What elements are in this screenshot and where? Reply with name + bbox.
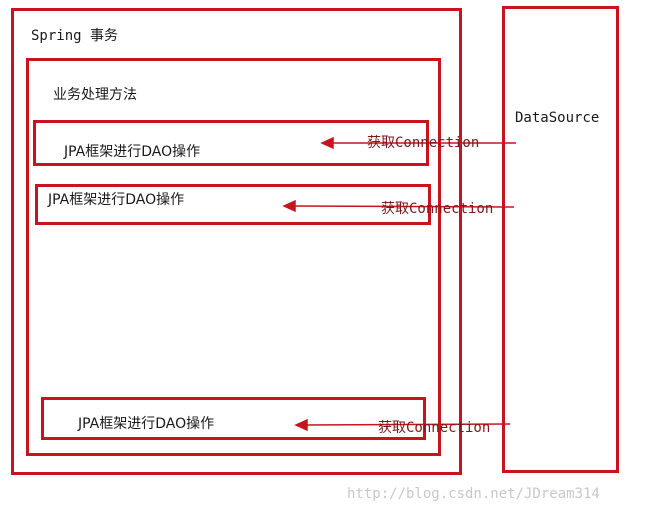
- spring-transaction-title: Spring 事务: [31, 28, 119, 44]
- business-method-box: [26, 58, 441, 456]
- jpa-operation-box-3: [41, 397, 426, 440]
- watermark-text: http://blog.csdn.net/JDream314: [347, 486, 600, 502]
- get-connection-label-1: 获取Connection: [367, 135, 480, 151]
- jpa-operation-label-2: JPA框架进行DAO操作: [48, 192, 185, 208]
- datasource-title: DataSource: [515, 110, 600, 126]
- get-connection-label-3: 获取Connection: [378, 420, 491, 436]
- arrow-head-2: [282, 199, 296, 213]
- arrow-line-2: [291, 205, 515, 208]
- jpa-operation-box-2: [35, 184, 431, 225]
- arrow-head-3: [294, 418, 308, 432]
- jpa-operation-label-3: JPA框架进行DAO操作: [78, 416, 215, 432]
- arrow-line-3: [303, 423, 511, 426]
- jpa-operation-label-1: JPA框架进行DAO操作: [64, 144, 201, 160]
- spring-transaction-box: [11, 8, 462, 475]
- get-connection-label-2: 获取Connection: [381, 201, 494, 217]
- datasource-box: [502, 6, 619, 473]
- business-method-title: 业务处理方法: [53, 87, 137, 103]
- arrow-head-1: [320, 136, 334, 150]
